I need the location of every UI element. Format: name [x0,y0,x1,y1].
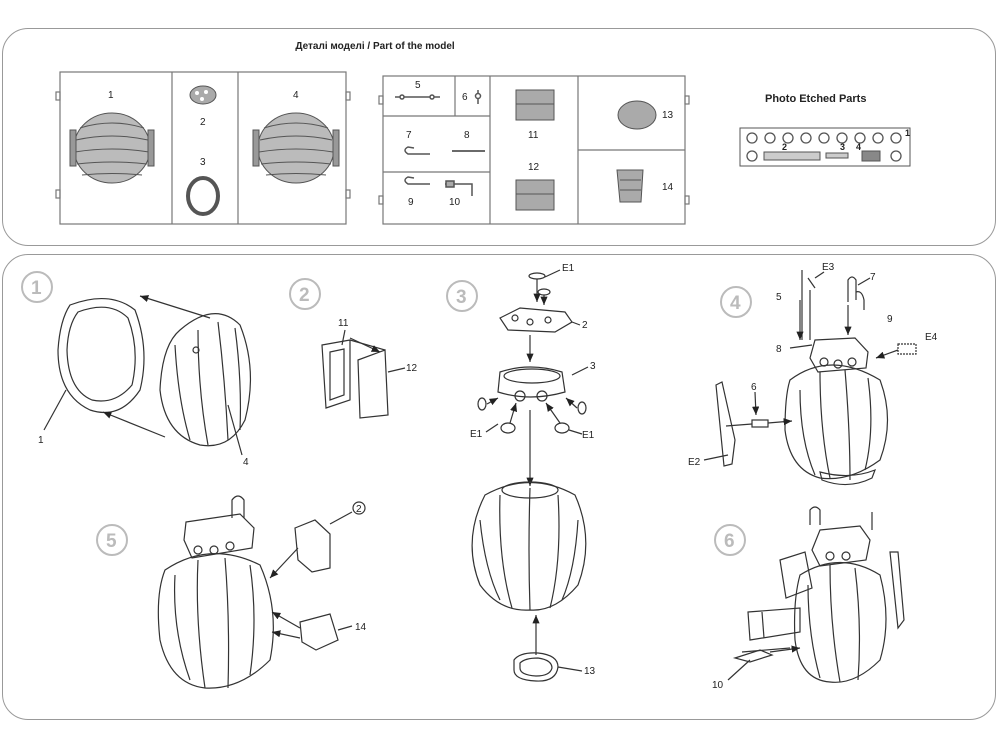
sprue-part-12 [515,179,555,211]
step-1-drawing [43,295,252,456]
sprue-part-11 [515,89,555,121]
label-part-4: 4 [293,90,299,101]
step-numbers: 1 2 3 4 5 6 [21,271,752,556]
pe-label-2: 2 [782,142,787,152]
step-3-label-e1-left: E1 [470,429,483,440]
sprue-part-14 [616,169,644,203]
step-5-label-14: 14 [355,622,367,633]
sprue-part-10 [445,180,473,196]
sprue-part-2 [189,85,217,105]
instructions-panel [2,254,996,720]
step-3-label-13: 13 [584,666,596,677]
pe-label-3: 3 [840,142,845,152]
step-2-number: 2 [299,285,310,306]
sprue-part-1 [69,112,155,184]
label-part-14: 14 [662,182,674,193]
sprue-labels: 1 2 3 4 5 6 7 8 9 10 11 12 13 14 [108,80,674,208]
photo-etched-labels: 2 3 4 1 [782,128,910,152]
step-2-label-11: 11 [338,318,349,329]
step-3-label-e1-top: E1 [562,263,575,274]
step-5-label-ref-2: 2 [356,504,362,515]
label-part-2: 2 [200,117,206,128]
label-part-9: 9 [408,197,414,208]
step-2-label-12: 12 [406,363,418,374]
step-4-label-5: 5 [776,292,782,303]
label-part-10: 10 [449,197,461,208]
step-4-label-9: 9 [887,314,893,325]
step-6-number: 6 [724,531,735,552]
step-3-number: 3 [456,287,467,308]
sprue-part-7 [404,146,430,155]
step-4-label-e2: E2 [688,457,701,468]
sprue-part-4 [252,112,340,184]
pe-label-4: 4 [856,142,861,152]
label-part-13: 13 [662,110,674,121]
step-4-label-6: 6 [751,382,757,393]
step-5-number: 5 [106,531,117,552]
pe-label-1: 1 [905,128,910,138]
step-4-label-e4: E4 [925,332,938,343]
sprue-part-6 [474,90,482,104]
label-part-8: 8 [464,130,470,141]
step-4-number: 4 [730,293,741,314]
step-6-label-10: 10 [712,680,724,691]
parts-header: Деталі моделі / Part of the model [295,41,455,52]
step-1-label-1: 1 [38,435,44,446]
photo-etched-fret [739,127,911,167]
label-part-5: 5 [415,80,421,91]
step-3-drawing [471,269,589,682]
photo-etched-title: Photo Etched Parts [765,93,867,105]
step-4-label-7: 7 [870,272,876,283]
step-3-label-2: 2 [582,320,588,331]
sprue-part-5 [395,94,440,100]
sprue-part-3 [186,176,220,216]
sprue-part-9 [404,176,430,185]
sprue-part-13 [617,100,657,130]
step-1-label-4: 4 [243,457,249,468]
parts-panel [2,28,996,246]
step-3-label-e1-right: E1 [582,430,595,441]
step-1-number: 1 [31,278,42,299]
sprue-frame-a [55,71,351,225]
label-part-11: 11 [528,130,539,141]
step-5-drawing [157,495,366,689]
step-3-label-3: 3 [590,361,596,372]
step-4-drawing [703,270,917,486]
label-part-1: 1 [108,90,114,101]
step-4-label-8: 8 [776,344,782,355]
step-2-drawing [321,329,406,419]
label-part-7: 7 [406,130,412,141]
label-part-3: 3 [200,157,206,168]
step-4-label-e3: E3 [822,262,835,273]
step-6-drawing [727,506,905,683]
label-part-12: 12 [528,162,540,173]
label-part-6: 6 [462,92,468,103]
sprue-frame-b [378,75,690,225]
